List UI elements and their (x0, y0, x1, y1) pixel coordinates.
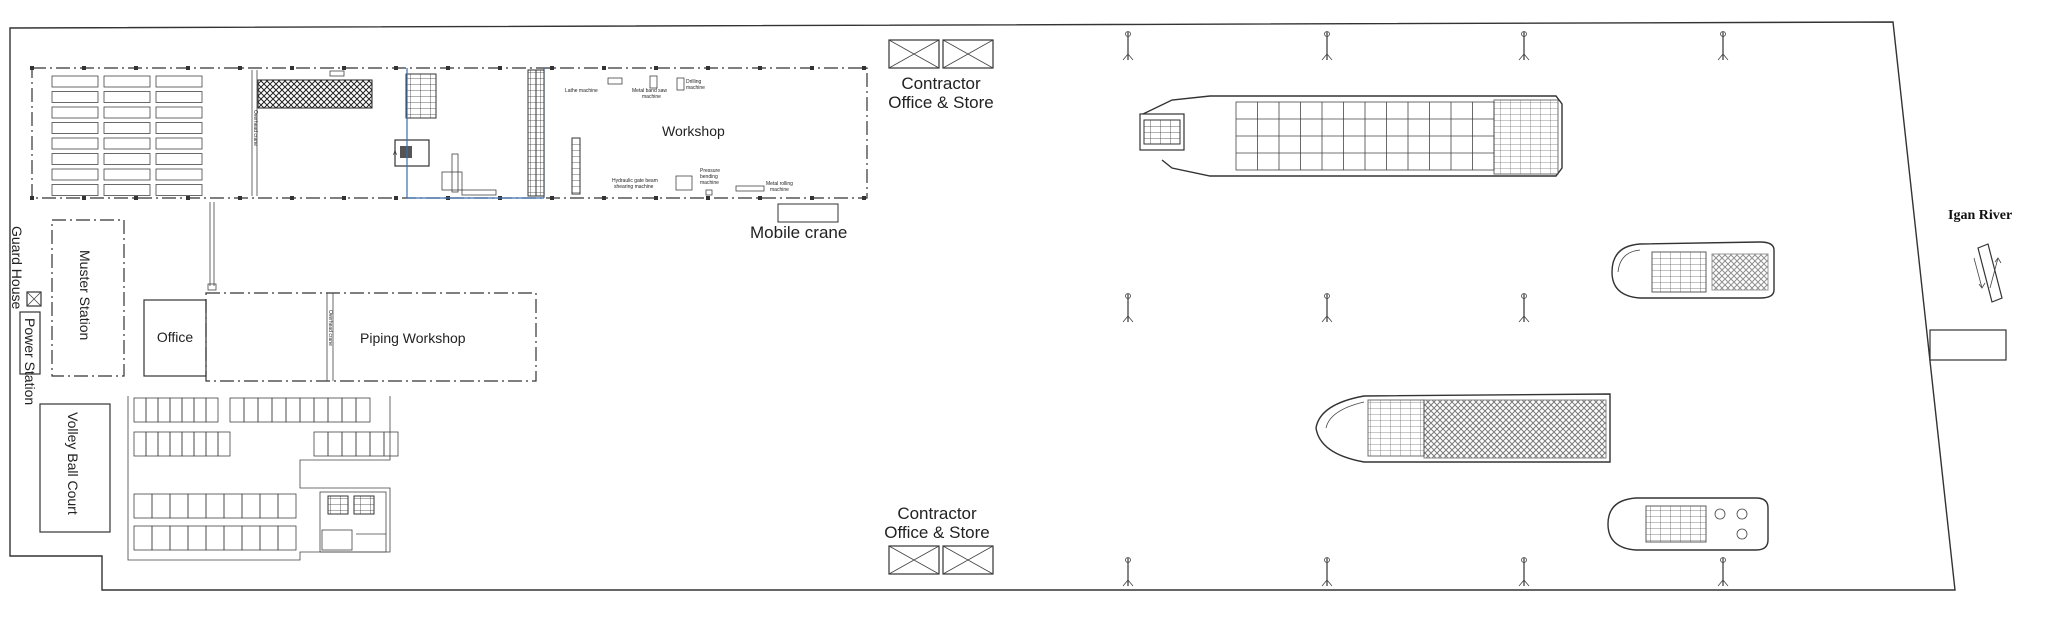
tug-boat-lower (1607, 497, 1769, 551)
svg-text:machine: machine (700, 180, 719, 186)
machine-block (394, 139, 430, 167)
hydraulic-machine-label: Hydraulic gate beam (612, 178, 658, 184)
rack (405, 73, 437, 119)
power-station: Power Station (19, 311, 41, 405)
mobile-crane-label: Mobile crane (750, 223, 847, 242)
volley-ball-court: Volley Ball Court (39, 403, 111, 533)
svg-text:machine: machine (770, 187, 789, 193)
contractor-office-bottom: Contractor Office & Store (884, 504, 994, 575)
piping-overhead-crane-label: Overhead crane (327, 310, 333, 346)
contractor-top-line1: Contractor (901, 74, 981, 93)
deck-cargo-vessel (1315, 393, 1611, 463)
mobile-crane-box (777, 203, 839, 223)
svg-text:machine: machine (642, 94, 661, 100)
large-barge-vessel (1139, 95, 1563, 177)
jetty (1929, 329, 2007, 361)
svg-text:machine: machine (686, 85, 705, 91)
workshop-building: Overhead crane A Lathe machine Metal ban… (30, 66, 868, 200)
piping-workshop: Overhead crane Piping Workshop (205, 292, 537, 382)
workshop-overhead-crane-label: Overhead crane (252, 110, 258, 146)
office-label: Office (157, 329, 194, 345)
power-station-label: Power Station (22, 318, 38, 405)
pressure-bending-label: Pressure (700, 168, 720, 174)
svg-text:A: A (393, 151, 397, 157)
muster-station: Muster Station (51, 219, 125, 377)
contractor-bottom-line2: Office & Store (884, 523, 990, 542)
guard-house-label: Guard House (9, 226, 25, 309)
site-boundary (9, 21, 1956, 591)
guard-house: Guard House (9, 226, 42, 309)
small-marker (329, 70, 345, 77)
lathe-machine-label: Lathe machine (565, 88, 598, 94)
metal-rolling-label: Metal rolling (766, 181, 793, 187)
piping-workshop-label: Piping Workshop (360, 330, 466, 346)
workshop-label: Workshop (662, 123, 725, 139)
igan-river: Igan River (1948, 208, 2012, 303)
tug-boat-upper (1611, 241, 1775, 299)
drilling-machine-label: Drilling (686, 79, 702, 85)
contractor-top-line2: Office & Store (888, 93, 994, 112)
accommodation-blocks (127, 396, 399, 561)
metal-band-saw-label: Metal band saw (632, 88, 667, 94)
column-rack (527, 69, 537, 197)
volley-ball-court-label: Volley Ball Court (65, 412, 81, 515)
parking-bays (51, 75, 203, 196)
muster-station-label: Muster Station (77, 250, 93, 340)
contractor-office-top: Contractor Office & Store (888, 39, 994, 112)
office-building: Office (143, 299, 207, 377)
storage-hatched-area (257, 79, 373, 109)
mooring-bollards (1122, 31, 1729, 587)
contractor-bottom-line1: Contractor (897, 504, 977, 523)
river-label: Igan River (1948, 208, 2012, 223)
svg-text:bending: bending (700, 174, 718, 180)
svg-text:shearing machine: shearing machine (614, 184, 654, 190)
